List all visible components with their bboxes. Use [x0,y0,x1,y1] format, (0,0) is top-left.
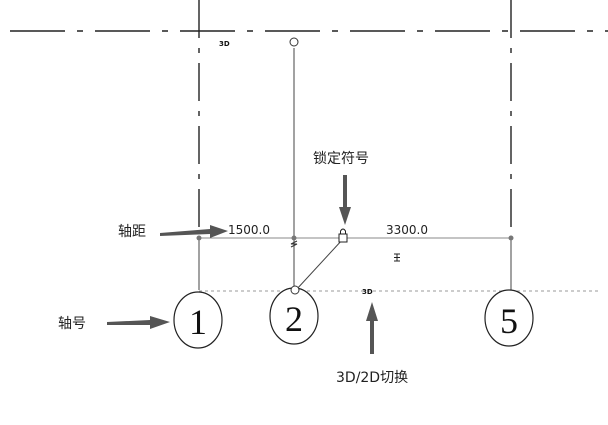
grid-2-head-end-handle[interactable] [290,285,300,295]
3d-toggle-top[interactable]: 3D [219,40,230,48]
dimension-text-1[interactable]: 1500.0 [228,223,270,237]
grid-2-leader-line [295,238,344,291]
elbow-break-marker[interactable] [290,240,298,248]
annotation-3d-2d-toggle: 3D/2D切换 [336,369,408,386]
annotation-arrow-grid-number [107,316,170,329]
annotation-arrow-lock [339,175,351,225]
annotation-grid-number: 轴号 [58,316,86,332]
grid-head-label: 1 [189,302,207,342]
dimension-node-1[interactable] [196,235,202,241]
lock-icon[interactable] [338,228,348,243]
grid-head-5[interactable]: 5 [484,289,534,347]
annotation-arrow-3d-toggle [366,302,378,354]
annotation-lock-symbol: 锁定符号 [313,151,369,167]
grid-head-2[interactable]: 2 [269,287,319,345]
grid-2-top-end-handle[interactable] [289,37,299,47]
dimension-node-2[interactable] [291,235,297,241]
text-cursor-icon [394,253,400,262]
dimension-text-2[interactable]: 3300.0 [386,223,428,237]
annotation-arrow-spacing [160,225,228,238]
dimension-node-5[interactable] [508,235,514,241]
grid-head-label: 2 [285,299,303,339]
3d-toggle-mid[interactable]: 3D [362,288,373,296]
annotation-grid-spacing: 轴距 [118,224,146,240]
grid-head-1[interactable]: 1 [173,291,223,349]
grid-head-label: 5 [500,301,518,341]
